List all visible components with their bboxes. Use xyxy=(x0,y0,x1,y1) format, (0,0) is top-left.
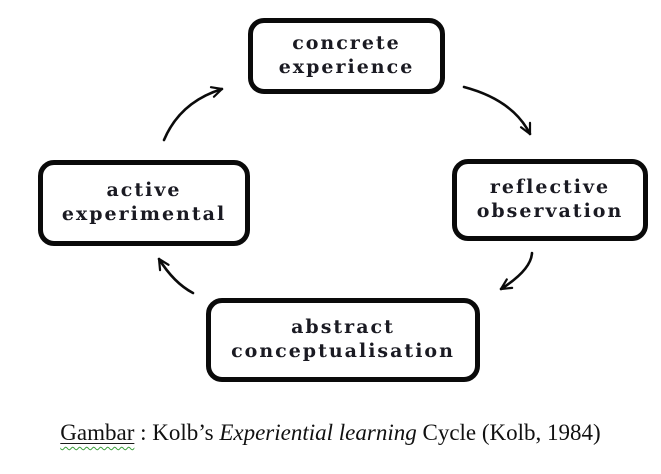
caption-text-normal: Kolb’s xyxy=(152,420,220,445)
node-concrete-experience: concrete experience xyxy=(248,18,445,94)
caption-text-suffix: Cycle (Kolb, 1984) xyxy=(416,420,601,445)
caption-figure-label: Gambar xyxy=(60,420,135,445)
arrow-reflective-to-abstract-icon xyxy=(499,251,534,291)
node-reflective-observation: reflective observation xyxy=(452,159,648,241)
caption-text-italic: Experiential learning xyxy=(219,420,417,445)
caption-separator: : xyxy=(134,420,153,445)
node-abstract-conceptualisation: abstract conceptualisation xyxy=(206,298,480,382)
arrow-active-to-concrete-icon xyxy=(162,86,224,142)
figure-caption: Gambar : Kolb’s Experiential learning Cy… xyxy=(0,420,661,446)
node-active-experimental: active experimental xyxy=(38,160,250,246)
arrow-abstract-to-active-icon xyxy=(157,257,195,295)
arrow-concrete-to-reflective-icon xyxy=(462,85,532,136)
